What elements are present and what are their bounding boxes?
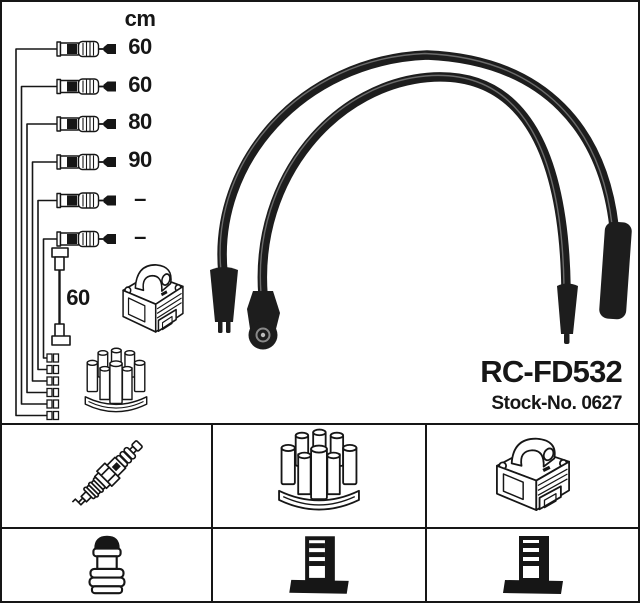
legend-cell-spark-plug — [2, 425, 213, 529]
spark-plug-boot-icon — [88, 535, 126, 595]
terminal-post-icon — [503, 536, 563, 594]
straight-boot-icon — [599, 221, 632, 320]
ignition-lead-connector-icons — [56, 40, 117, 248]
lead-length-2: 60 — [128, 72, 152, 97]
lead-length-5: – — [134, 186, 146, 211]
part-number: RC-FD532 — [480, 354, 623, 389]
distributor-cap-icon — [84, 347, 148, 413]
lead-length-4: 90 — [128, 147, 152, 172]
elbow-plug-icon — [247, 291, 280, 350]
legend-cell-terminal-1 — [213, 529, 427, 601]
legend-cell-distributor-cap — [213, 425, 427, 529]
lead-length-6: – — [134, 224, 146, 249]
distributor-cap-icon — [278, 428, 360, 511]
lead-length-1: 60 — [128, 34, 152, 59]
lead-length-3: 80 — [128, 109, 152, 134]
stock-number: Stock-No. 0627 — [491, 393, 622, 414]
ignition-coil-icon — [122, 264, 184, 333]
spark-plug-boot-end-icon — [557, 283, 578, 344]
length-unit-header: cm — [124, 6, 156, 31]
distributor-boot-icon — [210, 267, 238, 333]
spark-plug-icon — [68, 435, 148, 515]
lead-wires — [15, 48, 57, 417]
coil-wire-icon — [51, 247, 71, 346]
wiring-diagram — [15, 40, 632, 421]
component-legend-table — [2, 423, 638, 601]
ignition-coil-icon — [496, 437, 570, 511]
distributor-stub-icons — [46, 353, 60, 421]
coil-wire-length: 60 — [66, 285, 90, 310]
legend-cell-terminal-2 — [427, 529, 638, 601]
product-identification: RC-FD532 Stock-No. 0627 — [480, 354, 623, 414]
ht-cable-pair-icon — [210, 50, 632, 350]
legend-cell-plug-boot — [2, 529, 213, 601]
terminal-post-icon — [289, 536, 349, 594]
legend-cell-ignition-coil — [427, 425, 638, 529]
